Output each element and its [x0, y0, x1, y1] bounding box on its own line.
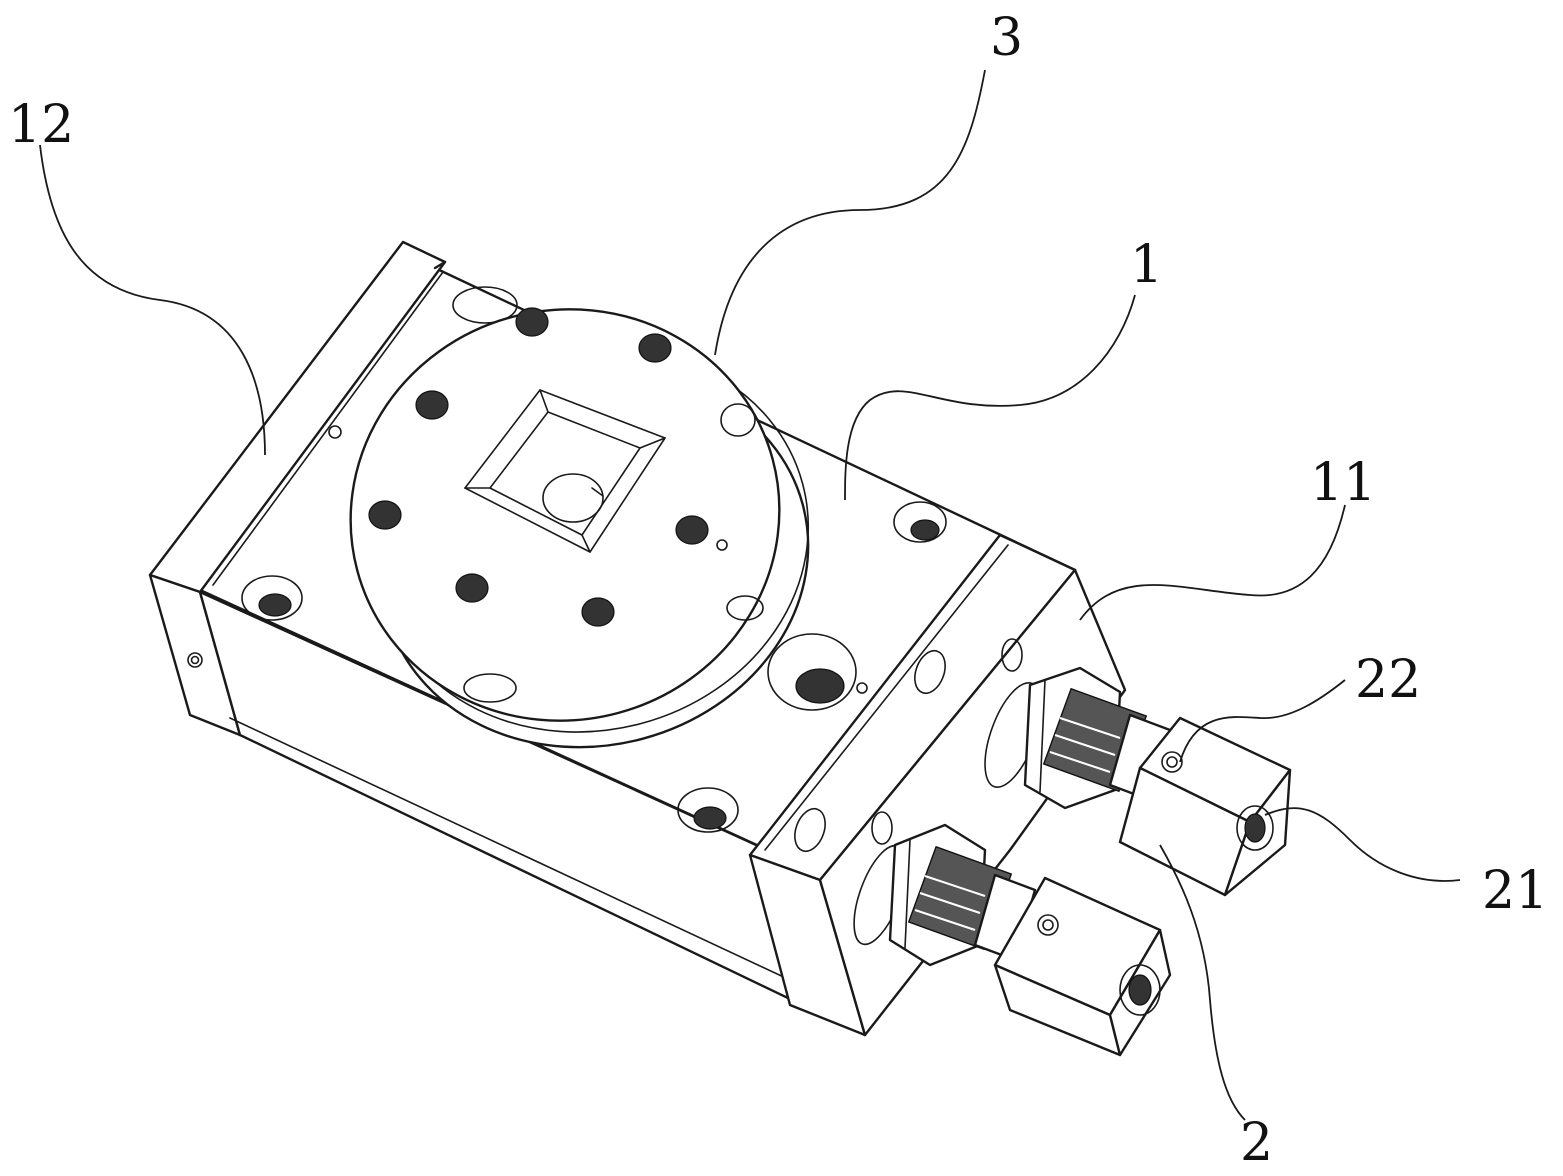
leader-11: [1080, 505, 1345, 620]
leader-21: [1265, 808, 1460, 881]
callout-label-11: 11: [1310, 453, 1376, 513]
callout-label-1: 1: [1130, 235, 1163, 295]
leader-1: [845, 295, 1135, 500]
threaded-hole: [516, 308, 548, 336]
callout-label-2: 2: [1240, 1113, 1273, 1173]
callout-label-12: 12: [8, 95, 74, 155]
threaded-hole: [416, 391, 448, 419]
callout-label-22: 22: [1355, 650, 1421, 710]
threaded-hole: [369, 501, 401, 529]
callout-label-3: 3: [990, 8, 1023, 68]
threaded-hole: [456, 574, 488, 602]
leader-12: [40, 145, 265, 455]
threaded-hole: [639, 334, 671, 362]
leader-3: [715, 70, 985, 355]
threaded-hole: [582, 598, 614, 626]
callout-label-21: 21: [1482, 861, 1548, 921]
threaded-hole: [676, 516, 708, 544]
